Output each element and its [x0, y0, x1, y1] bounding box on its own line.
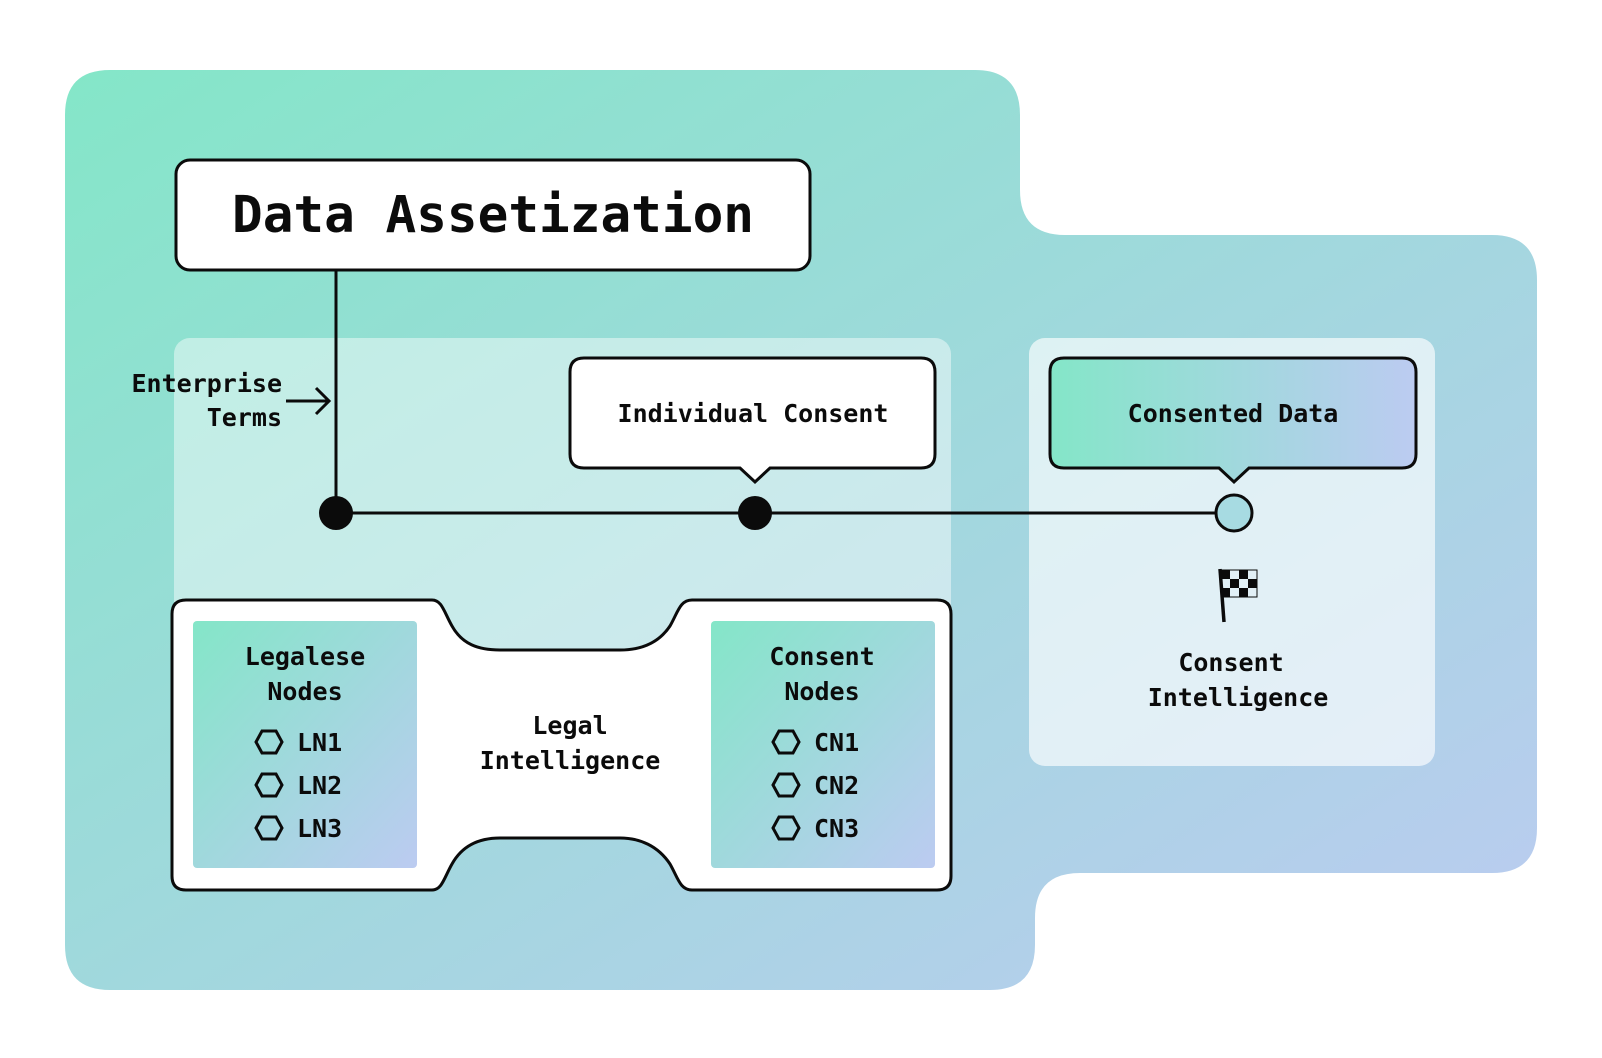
legalese-node-label: LN1 — [297, 728, 342, 757]
legalese-nodes-heading-2: Nodes — [267, 677, 342, 706]
consent-node-label: CN1 — [814, 728, 859, 757]
legal-intelligence-line-2: Intelligence — [480, 746, 661, 775]
hexagon-icon — [771, 815, 801, 841]
consented-data-callout — [1048, 356, 1418, 485]
consent-node-label: CN2 — [814, 771, 859, 800]
enterprise-terms-line-1: Enterprise — [131, 369, 282, 398]
consent-nodes-box — [711, 621, 935, 868]
hexagon-icon — [771, 772, 801, 798]
hexagon-icon — [254, 772, 284, 798]
legalese-node-item: LN3 — [254, 814, 342, 843]
title-box — [174, 158, 812, 272]
checkered-flag-icon — [1218, 568, 1258, 623]
individual-consent-callout — [568, 356, 937, 485]
hexagon-icon — [254, 729, 284, 755]
consent-nodes-heading-2: Nodes — [784, 677, 859, 706]
individual-consent-node — [738, 496, 772, 530]
consent-intelligence-line-2: Intelligence — [1148, 683, 1329, 712]
right-arrow-icon — [286, 386, 332, 416]
legalese-node-item: LN1 — [254, 728, 342, 757]
consented-data-label: Consented Data — [1128, 399, 1339, 428]
legalese-node-label: LN3 — [297, 814, 342, 843]
consented-data-node — [1214, 493, 1254, 533]
page-title: Data Assetization — [232, 186, 754, 245]
hexagon-icon — [771, 729, 801, 755]
legalese-node-label: LN2 — [297, 771, 342, 800]
enterprise-terms-node — [319, 496, 353, 530]
legal-intelligence-line-1: Legal — [532, 711, 607, 740]
legalese-nodes-heading-1: Legalese — [245, 642, 365, 671]
individual-consent-label: Individual Consent — [618, 399, 889, 428]
consent-node-item: CN2 — [771, 771, 859, 800]
consent-node-label: CN3 — [814, 814, 859, 843]
legalese-node-item: LN2 — [254, 771, 342, 800]
enterprise-terms-line-2: Terms — [207, 403, 282, 432]
hexagon-icon — [254, 815, 284, 841]
consent-node-item: CN3 — [771, 814, 859, 843]
consent-intelligence-line-1: Consent — [1178, 648, 1283, 677]
consent-nodes-heading-1: Consent — [769, 642, 874, 671]
legalese-nodes-box — [193, 621, 417, 868]
consent-node-item: CN1 — [771, 728, 859, 757]
